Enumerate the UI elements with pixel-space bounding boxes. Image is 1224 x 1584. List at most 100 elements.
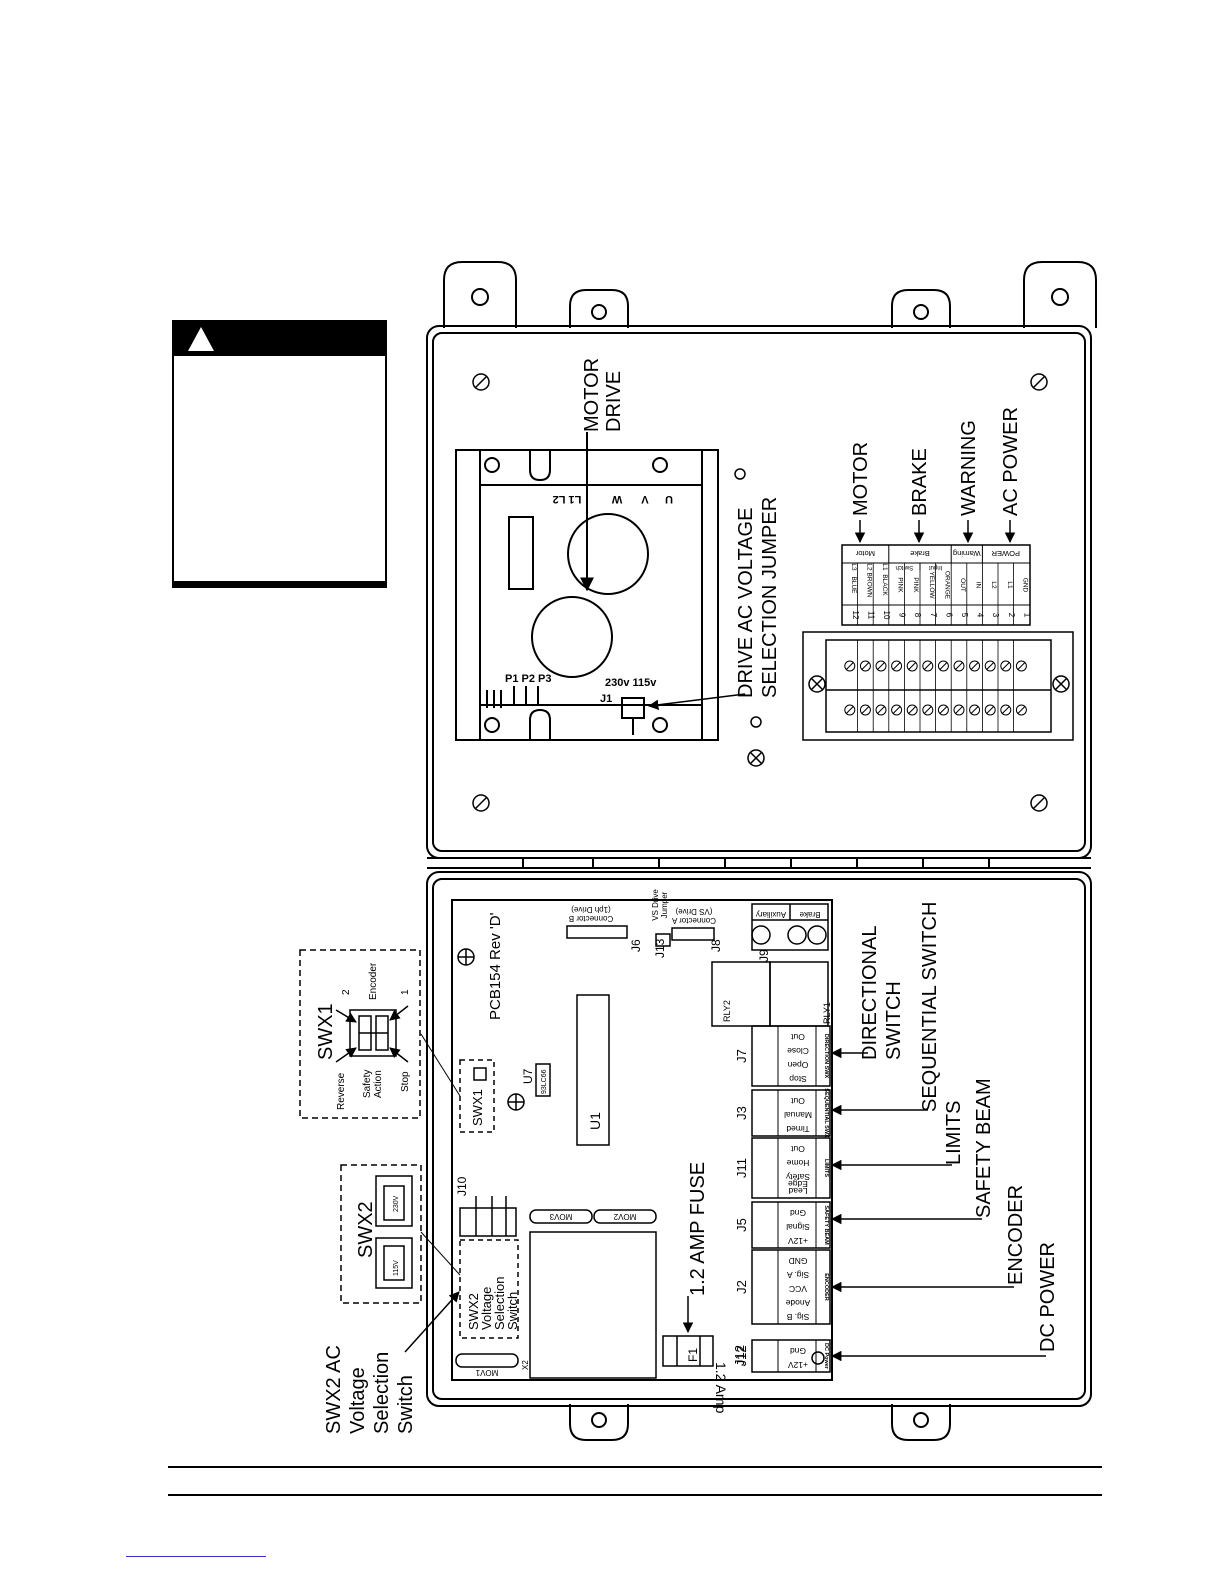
- connector-pin-label: Safety: [785, 1172, 810, 1182]
- swx2-detail: [340, 1164, 461, 1353]
- connector-name-label: LIMITS: [823, 1159, 829, 1177]
- connector-pin-label: VCC: [789, 1284, 807, 1294]
- terminal-wire-label: BLACK: [881, 574, 888, 596]
- connector-b-label: Connector B(1ph Drive): [569, 905, 613, 923]
- terminal-number: 4: [976, 613, 985, 618]
- vs-jumper-label: VS DriveJumper: [651, 889, 669, 921]
- connector-callout: SAFETY BEAM: [973, 1078, 995, 1218]
- terminal-number: 6: [944, 613, 953, 618]
- brake-sub-label: Switch: [896, 564, 914, 570]
- j10-label: J10: [455, 1176, 469, 1196]
- connector-id-label: J11: [734, 1158, 749, 1178]
- rly2-label: RLY2: [722, 1000, 732, 1022]
- auxiliary-label: Auxiliary: [756, 910, 786, 919]
- connector-pin-label: Home: [786, 1158, 809, 1168]
- f1-label: F1: [686, 1348, 700, 1362]
- connector-id-label: J2: [734, 1280, 749, 1294]
- connector-name-label: SEQUENTIAL SWX: [823, 1088, 829, 1138]
- terminal-wire-label: ORANGE: [943, 571, 950, 600]
- pcb-rev-label: PCB154 Rev 'D': [487, 912, 504, 1020]
- terminal-number: 8: [913, 613, 922, 618]
- rly1-label: RLY1: [822, 1002, 832, 1024]
- svg-text:V: V: [641, 493, 649, 505]
- swx1-safety-action-label: SafetyAction: [362, 1070, 384, 1098]
- connector-id-label: J12: [734, 1346, 749, 1367]
- connector-pin-label: Gnd: [790, 1208, 806, 1218]
- connector-id-label: J7: [734, 1049, 749, 1063]
- warning-bottom-bar: [174, 581, 385, 586]
- connector-pin-label: Sig. A: [787, 1270, 810, 1280]
- terminal-wire-label: YELLOW: [928, 571, 935, 599]
- connector-pin-label: Timed: [786, 1124, 810, 1134]
- connector-callout: DC POWER: [1037, 1242, 1059, 1352]
- swx2-title: SWX2: [355, 1201, 377, 1258]
- terminal-block: [802, 631, 1074, 741]
- swx2-115v-label: 115V: [393, 1260, 400, 1276]
- swx1-stop-label: Stop: [400, 1071, 411, 1092]
- connector-pin-label: Out: [791, 1096, 805, 1106]
- terminal-number: 7: [929, 613, 938, 618]
- terminal-wire-label: L2: [990, 581, 997, 589]
- j8-label: J8: [709, 939, 723, 952]
- swx1-encoder-label: Encoder: [368, 962, 379, 1000]
- connector-pin-label: Anode: [785, 1298, 810, 1308]
- terminal-number: 5: [960, 613, 969, 618]
- top-screws: [472, 373, 1048, 812]
- connector-pin-label: Out: [791, 1032, 805, 1042]
- mov3-label: MOV3: [549, 1212, 572, 1221]
- bottom-enclosure: [426, 871, 1092, 1441]
- connector-pin-label: +12V: [788, 1236, 808, 1246]
- connector-pin-label: Sig. B: [786, 1312, 809, 1322]
- j12-label: J12: [732, 1345, 747, 1366]
- connector-a-label: Connector A(VS Drive): [671, 907, 716, 925]
- motor-drive-label: MOTORDRIVE: [581, 358, 625, 432]
- terminal-wire-label: BLUE: [850, 577, 857, 595]
- swx2-pcb-label: SWX2VoltageSelectionSwitch: [466, 1277, 520, 1330]
- j13-label: J13: [653, 938, 667, 958]
- connector-pin-label: Manual: [784, 1110, 812, 1120]
- connector-callout: ENCODER: [1005, 1185, 1027, 1285]
- svg-text:L1 L2: L1 L2: [553, 493, 582, 505]
- top-enclosure: [426, 261, 1097, 869]
- terminal-wire-label: OUT: [959, 578, 966, 592]
- connector-pin-label: +12V: [788, 1360, 808, 1370]
- terminal-group-callout: BRAKE: [909, 448, 931, 516]
- connector-pin-label: LeadEdge: [788, 1179, 808, 1196]
- connector-pin-label: Open: [787, 1060, 808, 1070]
- connector-name-label: ENCODER: [823, 1273, 829, 1301]
- mov1-label: MOV1: [475, 1368, 498, 1377]
- terminal-number: 11: [866, 611, 875, 620]
- mov2-label: MOV2: [613, 1212, 636, 1221]
- terminal-wire-label: BROWN: [865, 573, 872, 598]
- connector-pin-label: Stop: [789, 1074, 807, 1084]
- terminal-group-label: Warning: [953, 549, 981, 558]
- brake-label: Brake: [799, 910, 820, 919]
- swx1-title: SWX1: [315, 1003, 337, 1060]
- terminal-number: 12: [851, 611, 860, 620]
- terminal-group-label: Brake: [910, 549, 930, 558]
- terminal-number: 2: [1007, 613, 1016, 618]
- swx1-detail: [299, 949, 461, 1119]
- j9-label: J9: [757, 949, 771, 962]
- warning-triangle-icon: [188, 327, 214, 351]
- terminal-number: 9: [898, 613, 907, 618]
- terminal-signal-label: L3: [850, 563, 857, 571]
- connector-id-label: J5: [734, 1218, 749, 1232]
- swx1-reverse-label: Reverse: [336, 1072, 347, 1110]
- terminal-wire-label: GND: [1021, 578, 1028, 593]
- swx2-230v-label: 230V: [393, 1195, 400, 1212]
- svg-text:J1: J1: [600, 693, 612, 705]
- fuse-amp-label: 1.2 Amp: [713, 1362, 729, 1414]
- u1-label: U1: [587, 1112, 603, 1130]
- terminal-number: 1: [1022, 613, 1031, 618]
- terminal-number: 3: [991, 613, 1000, 618]
- swx1-pos1-label: 1: [400, 989, 411, 995]
